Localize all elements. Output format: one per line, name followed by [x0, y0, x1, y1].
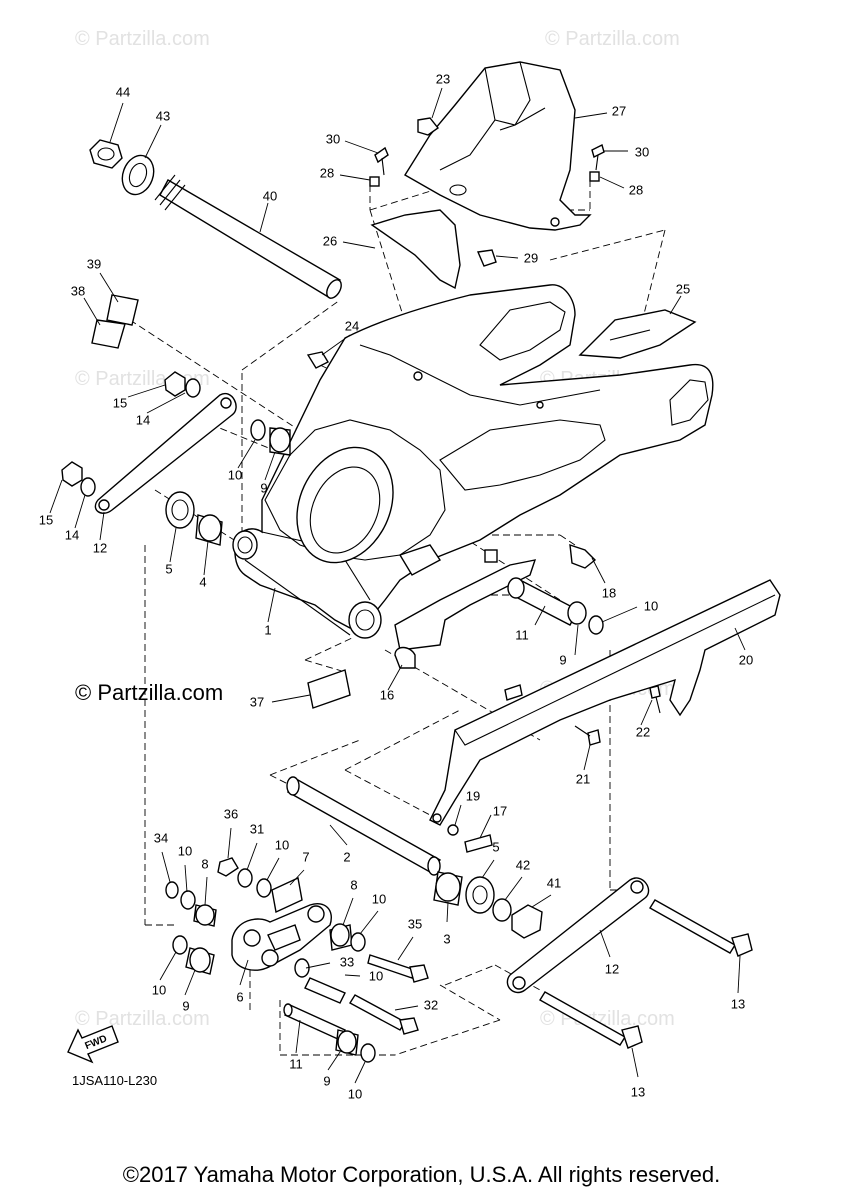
callout-13: 13	[631, 1084, 645, 1099]
small-hardware-mid	[447, 684, 661, 853]
callout-11: 11	[289, 1056, 303, 1071]
fwd-arrow-icon: FWD	[67, 1025, 119, 1064]
callout-10: 10	[228, 467, 242, 482]
callout-32: 32	[424, 997, 438, 1012]
callout-44: 44	[116, 84, 130, 99]
callout-9: 9	[182, 998, 189, 1013]
callout-9: 9	[260, 480, 267, 495]
callout-22: 22	[636, 724, 650, 739]
callout-21: 21	[576, 771, 590, 786]
callout-20: 20	[739, 652, 753, 667]
labels-38-39	[91, 294, 139, 349]
callout-30: 30	[635, 144, 649, 159]
callouts: 44 43 40 39 38 15 14 15 14 12 10 9 5 4 1…	[39, 71, 753, 1101]
callout-43: 43	[156, 108, 170, 123]
callout-38: 38	[71, 283, 85, 298]
small-hardware-bottom	[165, 857, 429, 1063]
callout-9: 9	[559, 652, 566, 667]
callout-10: 10	[372, 891, 386, 906]
label-37	[307, 669, 351, 709]
callout-28: 28	[320, 165, 334, 180]
lower-link-rod	[506, 877, 753, 1049]
bearings-left	[165, 419, 291, 546]
plates	[370, 209, 697, 359]
callout-10: 10	[348, 1086, 362, 1101]
callout-2: 2	[343, 849, 350, 864]
callout-10: 33	[340, 954, 354, 969]
callout-14: 14	[65, 527, 79, 542]
callout-23: 23	[436, 71, 450, 86]
chain-guard	[429, 579, 781, 826]
copyright-notice: ©2017 Yamaha Motor Corporation, U.S.A. A…	[122, 1162, 721, 1187]
callout-25: 25	[676, 281, 690, 296]
callout-19: 19	[466, 788, 480, 803]
callout-10: 10	[644, 598, 658, 613]
callout-26: 26	[323, 233, 337, 248]
watermark: © Partzilla.com	[75, 28, 210, 50]
callout-5: 5	[492, 839, 499, 854]
callout-39: 39	[87, 256, 101, 271]
callout-5: 5	[165, 561, 172, 576]
upper-link-rods	[61, 371, 237, 514]
swingarm	[232, 284, 714, 639]
callout-41: 41	[547, 875, 561, 890]
callout-29: 29	[524, 250, 538, 265]
callout-31: 31	[250, 821, 264, 836]
pivot-shaft	[89, 139, 342, 299]
callout-12: 12	[605, 961, 619, 976]
callout-24: 24	[345, 318, 359, 333]
callout-10: 10	[275, 837, 289, 852]
partzilla-watermark: © Partzilla.com	[75, 680, 224, 705]
callout-7: 7	[302, 849, 309, 864]
bearings-right	[507, 543, 604, 635]
callout-6: 6	[236, 989, 243, 1004]
small-hardware-top	[306, 117, 605, 369]
callout-10: 10	[152, 982, 166, 997]
callout-8: 8	[350, 877, 357, 892]
callout-40: 40	[263, 188, 277, 203]
callout-27: 27	[612, 103, 626, 118]
callout-36: 36	[224, 806, 238, 821]
relay-arm	[231, 903, 332, 971]
callout-13: 13	[731, 996, 745, 1011]
callout-42: 42	[516, 857, 530, 872]
watermark: © Partzilla.com	[545, 28, 680, 50]
callout-18: 18	[602, 585, 616, 600]
callout-35: 35	[408, 916, 422, 931]
callout-14: 14	[136, 412, 150, 427]
callout-17: 17	[493, 803, 507, 818]
callout-9: 9	[323, 1073, 330, 1088]
chain-guide	[394, 549, 537, 669]
callout-11: 11	[515, 627, 529, 642]
callout-30: 30	[326, 131, 340, 146]
relay-shaft	[286, 776, 543, 939]
callout-15: 15	[39, 512, 53, 527]
callout-4: 4	[199, 574, 206, 589]
callout-33: 10	[369, 968, 383, 983]
callout-8: 8	[201, 856, 208, 871]
callout-1: 1	[264, 622, 271, 637]
diagram-code: 1JSA110-L230	[72, 1073, 158, 1088]
callout-16: 16	[380, 687, 394, 702]
callout-3: 3	[443, 931, 450, 946]
callout-10: 10	[178, 843, 192, 858]
leader-lines	[49, 87, 746, 1084]
callout-15: 15	[113, 395, 127, 410]
callout-37: 37	[250, 694, 264, 709]
callout-12: 12	[93, 540, 107, 555]
callout-34: 34	[154, 830, 168, 845]
rear-fender	[404, 61, 592, 231]
callout-28: 28	[629, 182, 643, 197]
watermark: © Partzilla.com	[75, 1008, 210, 1030]
